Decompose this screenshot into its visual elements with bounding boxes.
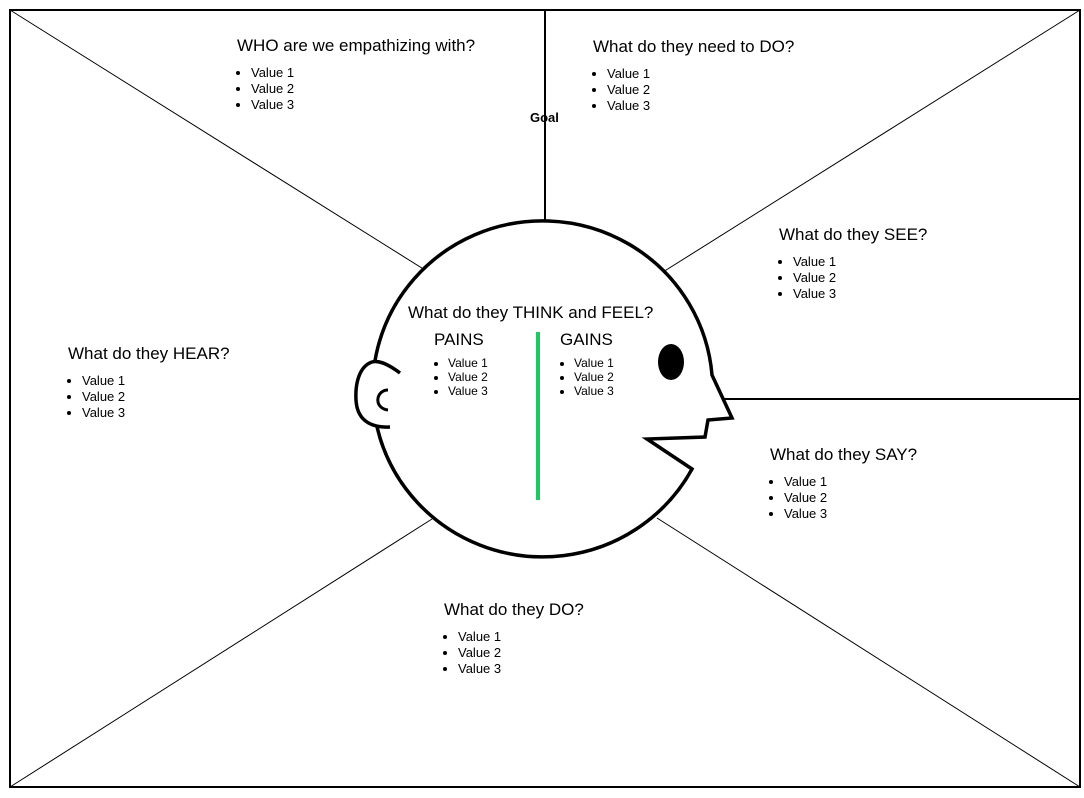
section-do-title: What do they DO? bbox=[444, 600, 584, 619]
list-item: Value 1 bbox=[784, 474, 917, 490]
pains-list: Value 1 Value 2 Value 3 bbox=[434, 356, 488, 398]
section-see: What do they SEE? Value 1 Value 2 Value … bbox=[779, 224, 927, 302]
list-item: Value 3 bbox=[82, 405, 230, 421]
section-think-feel: What do they THINK and FEEL? bbox=[408, 302, 653, 324]
diagonal-top-left bbox=[9, 9, 426, 271]
list-item: Value 2 bbox=[607, 82, 794, 98]
list-item: Value 2 bbox=[82, 389, 230, 405]
list-item: Value 1 bbox=[82, 373, 230, 389]
section-hear-title: What do they HEAR? bbox=[68, 344, 230, 363]
pains-block: PAINS Value 1 Value 2 Value 3 bbox=[434, 330, 488, 398]
section-say: What do they SAY? Value 1 Value 2 Value … bbox=[770, 444, 917, 522]
gains-list: Value 1 Value 2 Value 3 bbox=[560, 356, 614, 398]
section-see-title: What do they SEE? bbox=[779, 225, 928, 244]
section-need-to-do-list: Value 1 Value 2 Value 3 bbox=[593, 66, 794, 114]
list-item: Value 2 bbox=[448, 370, 488, 384]
gains-title: GAINS bbox=[560, 330, 613, 349]
list-item: Value 1 bbox=[607, 66, 794, 82]
section-who: WHO are we empathizing with? Value 1 Val… bbox=[237, 35, 475, 113]
list-item: Value 2 bbox=[251, 81, 475, 97]
eye bbox=[658, 344, 684, 380]
section-hear: What do they HEAR? Value 1 Value 2 Value… bbox=[68, 343, 230, 421]
section-do: What do they DO? Value 1 Value 2 Value 3 bbox=[444, 599, 584, 677]
section-see-list: Value 1 Value 2 Value 3 bbox=[779, 254, 927, 302]
pains-title: PAINS bbox=[434, 330, 484, 349]
head-outline bbox=[370, 219, 735, 559]
list-item: Value 1 bbox=[574, 356, 614, 370]
list-item: Value 2 bbox=[574, 370, 614, 384]
list-item: Value 2 bbox=[458, 645, 584, 661]
list-item: Value 3 bbox=[793, 286, 927, 302]
section-think-feel-title: What do they THINK and FEEL? bbox=[408, 303, 654, 322]
list-item: Value 2 bbox=[784, 490, 917, 506]
list-item: Value 3 bbox=[458, 661, 584, 677]
list-item: Value 3 bbox=[448, 384, 488, 398]
section-say-list: Value 1 Value 2 Value 3 bbox=[770, 474, 917, 522]
section-do-list: Value 1 Value 2 Value 3 bbox=[444, 629, 584, 677]
list-item: Value 1 bbox=[793, 254, 927, 270]
section-need-to-do: What do they need to DO? Value 1 Value 2… bbox=[593, 36, 794, 114]
list-item: Value 3 bbox=[251, 97, 475, 113]
section-who-list: Value 1 Value 2 Value 3 bbox=[237, 65, 475, 113]
diagonal-bottom-left bbox=[9, 518, 433, 788]
ear-inner bbox=[376, 388, 389, 412]
diagonal-top-right bbox=[662, 9, 1081, 273]
list-item: Value 1 bbox=[458, 629, 584, 645]
section-hear-list: Value 1 Value 2 Value 3 bbox=[68, 373, 230, 421]
section-who-title: WHO are we empathizing with? bbox=[237, 36, 476, 55]
list-item: Value 1 bbox=[251, 65, 475, 81]
list-item: Value 3 bbox=[574, 384, 614, 398]
goal-label: Goal bbox=[530, 110, 559, 125]
list-item: Value 1 bbox=[448, 356, 488, 370]
section-say-title: What do they SAY? bbox=[770, 445, 918, 464]
gains-block: GAINS Value 1 Value 2 Value 3 bbox=[560, 330, 614, 398]
section-need-to-do-title: What do they need to DO? bbox=[593, 37, 795, 56]
diagonal-bottom-right bbox=[656, 517, 1081, 788]
list-item: Value 2 bbox=[793, 270, 927, 286]
list-item: Value 3 bbox=[607, 98, 794, 114]
list-item: Value 3 bbox=[784, 506, 917, 522]
